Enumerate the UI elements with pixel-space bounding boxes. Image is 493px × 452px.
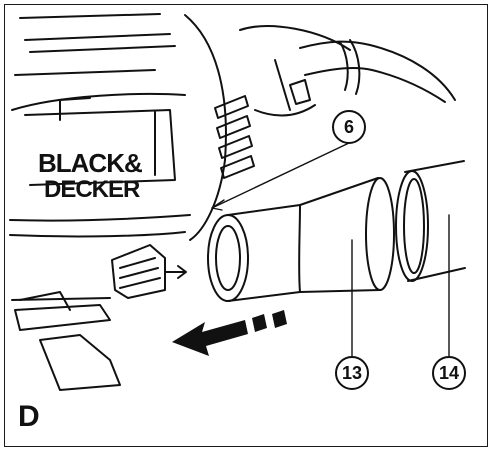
leader-6 <box>211 142 350 209</box>
adaptor-13 <box>207 177 395 302</box>
callout-6: 6 <box>332 110 366 144</box>
panel-letter: D <box>18 400 40 433</box>
callout-14: 14 <box>432 356 466 390</box>
brand-logo-line2: DECKER <box>44 176 140 203</box>
tool-body <box>9 13 351 301</box>
callout-13: 13 <box>335 356 369 390</box>
direction-arrow <box>172 310 287 356</box>
figure-frame <box>4 4 488 447</box>
vent-slots <box>214 95 255 179</box>
power-cable <box>299 39 456 103</box>
base-plate <box>14 291 121 391</box>
slider-switch <box>111 244 187 299</box>
brand-logo-line1: BLACK& <box>38 148 143 178</box>
hose-14 <box>395 160 466 282</box>
